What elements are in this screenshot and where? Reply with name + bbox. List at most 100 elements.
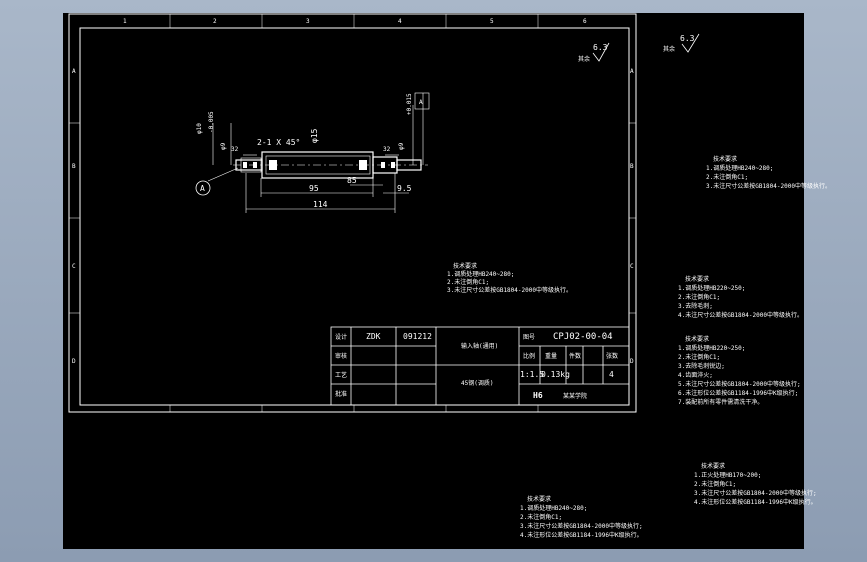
tb-material: 45钢(调质) [461, 379, 493, 387]
svg-text:4.未注尺寸公差按GB1804-2000中等级执行。: 4.未注尺寸公差按GB1804-2000中等级执行。 [678, 311, 803, 319]
tb-drawing-code: CPJ02-00-04 [553, 332, 613, 342]
inner-frame [79, 27, 630, 406]
tb-approve-label: 批准 [335, 390, 347, 398]
svg-text:1.调质处理HB240~280;: 1.调质处理HB240~280; [447, 270, 514, 278]
tolerance-frame [414, 92, 430, 110]
grid-row-c-right: C [630, 263, 634, 270]
dimension-lines [207, 93, 424, 213]
tb-count: 4 [609, 370, 614, 379]
svg-text:3.去除毛刺;: 3.去除毛刺; [678, 302, 713, 310]
svg-text:1.正火处理HB170~200;: 1.正火处理HB170~200; [694, 471, 761, 479]
roughness-value: 6.3 [593, 43, 608, 52]
svg-text:技术要求: 技术要求 [527, 495, 551, 503]
svg-text:4.齿面淬火;: 4.齿面淬火; [678, 371, 713, 379]
tb-design-label: 设计 [335, 333, 347, 341]
tb-designer: ZDK [366, 332, 381, 341]
dim-right-dia: φ9 [398, 142, 405, 150]
grid-marks-top [69, 14, 636, 412]
grid-col-1: 1 [123, 18, 127, 25]
tb-process-label: 工艺 [335, 371, 347, 379]
dim-85: 85 [347, 176, 357, 185]
notes-block-e: 技术要求 1.正火处理HB170~200; 2.未注倒角C1; 3.未注尺寸公差… [694, 462, 817, 506]
tb-scale-label: 比例 [523, 352, 535, 360]
grid-row-a: A [72, 68, 76, 75]
svg-text:2.未注倒角C1;: 2.未注倒角C1; [678, 353, 720, 361]
grid-col-5: 5 [490, 18, 494, 25]
grid-row-a-right: A [630, 68, 634, 75]
title-block[interactable] [330, 326, 630, 406]
dim-left-dia: φ10 [196, 123, 203, 134]
grid-row-b-right: B [630, 163, 634, 170]
svg-text:3.未注尺寸公差按GB1804-2000中等级执行;: 3.未注尺寸公差按GB1804-2000中等级执行; [694, 489, 817, 497]
svg-text:7.装配前所有零件需清洗干净。: 7.装配前所有零件需清洗干净。 [678, 398, 763, 406]
grid-row-d-right: D [630, 358, 634, 365]
grid-col-3: 3 [306, 18, 310, 25]
notes-block-b: 技术要求 1.调质处理HB240~280; 2.未注倒角C1; 3.未注尺寸公差… [706, 155, 831, 190]
outer-frame [68, 13, 637, 413]
svg-text:3.未注尺寸公差按GB1804-2000中等级执行。: 3.未注尺寸公差按GB1804-2000中等级执行。 [706, 182, 831, 190]
notes-block-c: 技术要求 1.调质处理HB220~250; 2.未注倒角C1; 3.去除毛刺; … [678, 275, 803, 319]
svg-text:3.去除毛刺锐边;: 3.去除毛刺锐边; [678, 362, 725, 370]
tb-review-label: 审核 [335, 352, 347, 360]
dim-shaft-dia: φ15 [310, 128, 319, 143]
shaft-part[interactable] [233, 151, 428, 179]
svg-text:6.未注形位公差按GB1184-1996中K级执行;: 6.未注形位公差按GB1184-1996中K级执行; [678, 389, 798, 397]
notes-block-f: 技术要求 1.调质处理HB240~280; 2.未注倒角C1; 3.未注尺寸公差… [520, 495, 643, 539]
svg-text:1.调质处理HB220~250;: 1.调质处理HB220~250; [678, 284, 745, 292]
dim-114: 114 [313, 200, 328, 209]
svg-text:5.未注尺寸公差按GB1804-2000中等级执行;: 5.未注尺寸公差按GB1804-2000中等级执行; [678, 380, 801, 388]
dim-9-5: 9.5 [397, 184, 412, 193]
tb-date: 091212 [403, 332, 432, 341]
svg-text:技术要求: 技术要求 [685, 335, 709, 343]
datum-label: A [200, 184, 205, 193]
svg-text:4.未注形位公差按GB1184-1996中K级执行。: 4.未注形位公差按GB1184-1996中K级执行。 [694, 498, 817, 506]
dim-32-right: 32 [383, 146, 391, 153]
tb-weight-label: 重量 [545, 352, 557, 360]
svg-text:4.未注形位公差按GB1184-1996中K级执行。: 4.未注形位公差按GB1184-1996中K级执行。 [520, 531, 643, 539]
roughness-note: 其余 [578, 55, 590, 63]
notes-title-a: 技术要求 [453, 262, 477, 270]
roughness-value-2: 6.3 [680, 34, 695, 43]
dim-left-dia-tol: -0.005 [208, 111, 215, 133]
svg-text:1.调质处理HB240~280;: 1.调质处理HB240~280; [706, 164, 773, 172]
notes-block-a: 技术要求 1.调质处理HB240~280; 2.未注倒角C1; 3.未注尺寸公差… [447, 262, 572, 294]
svg-text:2.未注倒角C1;: 2.未注倒角C1; [706, 173, 748, 181]
tb-sheet-label: 张数 [606, 352, 618, 360]
dim-95: 95 [309, 184, 319, 193]
dim-32-left: 32 [231, 146, 239, 153]
svg-text:技术要求: 技术要求 [701, 462, 725, 470]
cad-drawing-canvas[interactable]: 1 2 3 4 5 6 A B C D A B C D 其余 6.3 其余 6.… [63, 13, 831, 549]
roughness-note-2: 其余 [663, 45, 675, 53]
dim-chamfer: 2-1 X 45° [257, 138, 300, 147]
roughness-symbol [592, 42, 610, 62]
tb-weight: 0.13kg [541, 370, 570, 379]
svg-text:2.未注倒角C1;: 2.未注倒角C1; [447, 278, 489, 286]
grid-row-c: C [72, 263, 76, 270]
roughness-symbol-2 [681, 33, 700, 53]
dim-right-dia-tol: +0.015 [406, 93, 413, 115]
datum-circle [195, 180, 211, 196]
svg-text:3.未注尺寸公差按GB1804-2000中等级执行;: 3.未注尺寸公差按GB1804-2000中等级执行; [520, 522, 643, 530]
grid-col-4: 4 [398, 18, 402, 25]
svg-text:3.未注尺寸公差按GB1804-2000中等级执行。: 3.未注尺寸公差按GB1804-2000中等级执行。 [447, 286, 572, 294]
tolerance-datum: A [419, 99, 423, 106]
dim-left-dia-b: φ9 [220, 142, 227, 150]
grid-col-2: 2 [213, 18, 217, 25]
notes-block-d: 技术要求 1.调质处理HB220~250; 2.未注倒角C1; 3.去除毛刺锐边… [678, 335, 801, 406]
svg-text:技术要求: 技术要求 [685, 275, 709, 283]
tb-school: 某某学院 [563, 392, 587, 400]
svg-text:技术要求: 技术要求 [713, 155, 737, 163]
grid-row-d: D [72, 358, 76, 365]
tb-code-label: 图号 [523, 334, 535, 341]
svg-text:1.调质处理HB220~250;: 1.调质处理HB220~250; [678, 344, 745, 352]
drawing-svg: 1 2 3 4 5 6 A B C D A B C D 其余 6.3 其余 6.… [68, 13, 831, 539]
tb-part-name: 输入轴(通用) [461, 342, 498, 350]
svg-text:2.未注倒角C1;: 2.未注倒角C1; [520, 513, 562, 521]
tb-count-label: 件数 [569, 352, 581, 360]
grid-row-b: B [72, 163, 76, 170]
tb-logo: H6 [533, 391, 543, 400]
tb-scale: 1:1.5 [520, 370, 544, 379]
grid-col-6: 6 [583, 18, 587, 25]
svg-text:2.未注倒角C1;: 2.未注倒角C1; [694, 480, 736, 488]
shaft-fill [243, 160, 395, 170]
